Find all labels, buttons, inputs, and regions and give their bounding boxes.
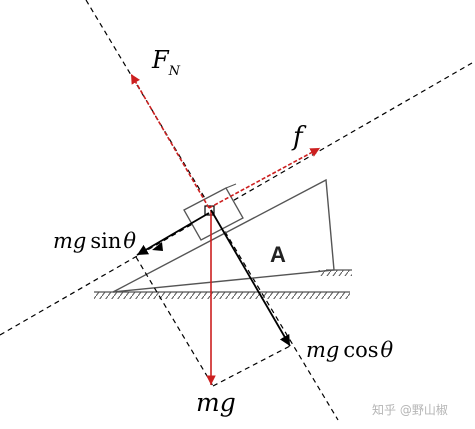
construction-line-2 bbox=[212, 345, 291, 387]
weight-label: mg bbox=[196, 388, 236, 417]
block-label: A bbox=[270, 242, 286, 267]
friction-label: f bbox=[291, 122, 307, 152]
normal-force-arrow bbox=[130, 73, 210, 209]
sliding-block-ridge bbox=[225, 183, 237, 189]
friction-arrow bbox=[208, 147, 321, 209]
watermark: 知乎 @野山椒 bbox=[372, 403, 448, 417]
incline-block bbox=[112, 178, 335, 293]
mg-cos-arrow bbox=[210, 209, 291, 347]
parallel-axis-line bbox=[0, 62, 473, 336]
mg-sin-arrowhead-small bbox=[152, 242, 163, 251]
ground-hatch-right bbox=[318, 270, 352, 276]
mg-sin-arrow bbox=[136, 212, 210, 256]
construction-line-1 bbox=[135, 256, 214, 387]
center-of-mass bbox=[204, 205, 215, 216]
ground-hatch bbox=[94, 292, 350, 299]
normal-force-label: FN bbox=[151, 46, 181, 79]
